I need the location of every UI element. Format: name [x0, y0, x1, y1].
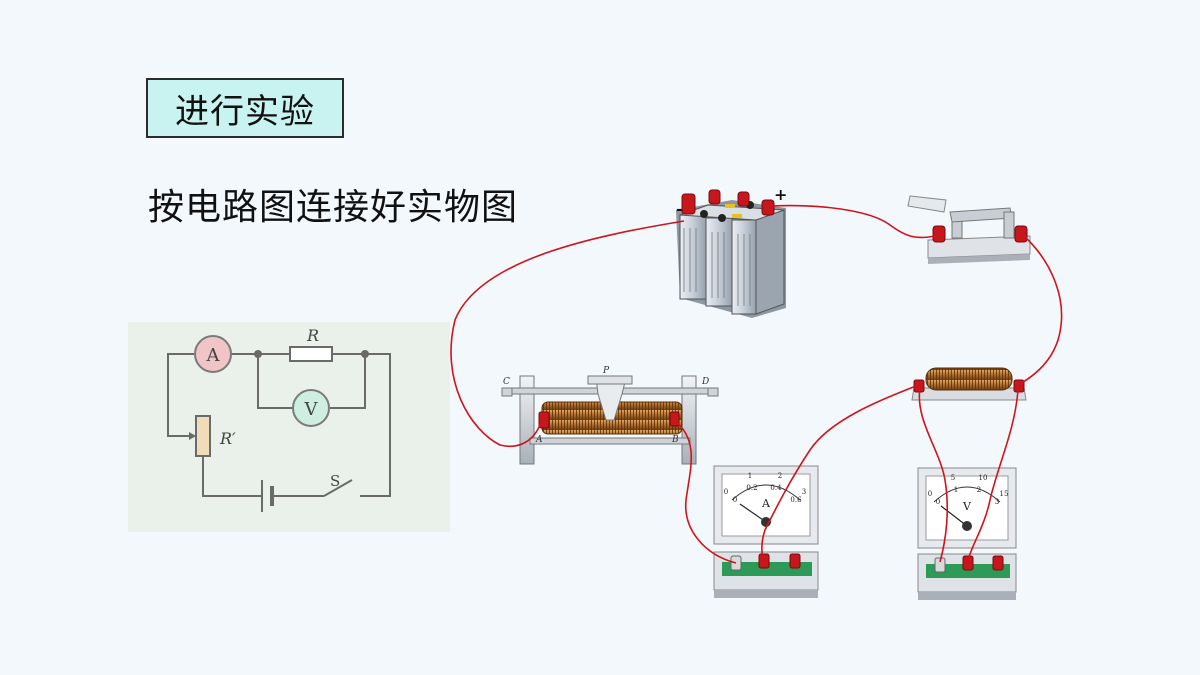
- battery-link-2: [732, 214, 742, 218]
- rheostat-terminal-d: [707, 387, 719, 397]
- rheostat-label: R′: [219, 429, 236, 448]
- resistor-label: R: [306, 326, 319, 345]
- voltmeter-scale-top-3: 15: [1000, 490, 1009, 498]
- rheostat-label-a: A: [535, 435, 543, 445]
- battery-link-1: [725, 204, 735, 208]
- ammeter-scale-bottom-2: 0.4: [770, 484, 782, 492]
- ammeter-scale-top-1: 1: [748, 472, 752, 480]
- schematic-wire-bottom: [202, 456, 324, 497]
- battery-pack: - +: [676, 185, 787, 318]
- voltmeter-scale-arc: [933, 486, 1001, 503]
- switch-jaw: [1003, 211, 1015, 239]
- ammeter-scale-top-2: 2: [778, 472, 782, 480]
- wire-resistor-to-voltmeter-neg: [918, 387, 949, 563]
- ammeter-terminal-3: [789, 553, 801, 569]
- voltmeter-symbol: [292, 389, 330, 427]
- heading-text: 进行实验: [175, 91, 315, 132]
- battery-terminal: [737, 191, 750, 207]
- voltmeter-base-edge: [918, 592, 1016, 600]
- rheostat-label-b: B: [671, 435, 679, 445]
- heading-box: 进行实验: [146, 78, 344, 138]
- arrow-head-icon: [189, 432, 196, 440]
- voltmeter-needle: [940, 505, 968, 527]
- rheostat-label-p: P: [602, 366, 610, 376]
- ammeter-terminal-06: [758, 553, 770, 569]
- schematic-wire-top-right: [332, 353, 391, 497]
- circuit-schematic: [167, 353, 391, 512]
- rheostat-terminal-a: [538, 411, 550, 429]
- switch-base-edge: [928, 254, 1030, 264]
- rheostat-label-d: D: [701, 377, 709, 387]
- voltmeter-scale-top-0: 0: [928, 490, 932, 498]
- battery-terminal-positive: [761, 199, 775, 216]
- voltmeter-unit: V: [962, 500, 972, 513]
- node-right: [361, 350, 369, 358]
- fixed-resistor: [911, 367, 1027, 401]
- switch-handle: [907, 195, 947, 213]
- battery-minus-sign: -: [676, 199, 683, 218]
- voltmeter-scale-bottom-0: 0: [936, 498, 940, 506]
- battery-terminal-negative: [681, 193, 696, 215]
- rheostat-symbol: [195, 415, 211, 457]
- switch-label: S: [330, 472, 340, 490]
- voltmeter-scale-bottom-2: 2: [977, 486, 981, 494]
- ammeter-scale-bottom-3: 0.6: [790, 496, 802, 504]
- voltmeter-terminal-3: [962, 555, 974, 571]
- rheostat-label-c: C: [503, 377, 510, 387]
- knife-switch: [907, 195, 1031, 264]
- wire-resistor-to-ammeter: [761, 385, 917, 561]
- ammeter-symbol: [194, 335, 232, 373]
- node-left: [254, 350, 262, 358]
- voltmeter-terminal-15: [992, 555, 1004, 571]
- schematic-components: A R V R′ S: [186, 326, 369, 490]
- switch-terminal-right: [1014, 225, 1028, 243]
- rheostat-bottom-rail: [529, 437, 691, 445]
- resistor-coil: [925, 367, 1013, 391]
- wire-switch-to-resistor: [1019, 235, 1063, 385]
- instruction-text: 按电路图连接好实物图: [148, 187, 519, 228]
- voltmeter-scale-top-2: 10: [979, 474, 988, 482]
- voltmeter-scale-top-1: 5: [951, 474, 955, 482]
- ammeter-unit: A: [761, 497, 771, 510]
- sliding-rheostat: P C D A B: [501, 366, 719, 465]
- rheostat-terminal-c: [501, 387, 513, 397]
- schematic-voltmeter-branch: [257, 354, 366, 409]
- voltmeter-scale-bottom-1: 1: [954, 486, 958, 494]
- ammeter-scale-top-0: 0: [724, 488, 728, 496]
- battery-post: [718, 214, 726, 222]
- wire-resistor-to-voltmeter-pos: [967, 389, 1019, 561]
- battery-cell-2: [705, 217, 733, 307]
- ammeter-device: A 0 1 2 3 0 0.2 0.4 0.6: [713, 465, 819, 598]
- battery-terminal: [708, 189, 721, 205]
- voltmeter-scale-bottom-3: 3: [995, 498, 999, 506]
- wire-battery-to-rheostat: [450, 220, 685, 447]
- battery-plus-sign: +: [774, 185, 787, 204]
- ammeter-scale-arc: [731, 484, 801, 501]
- voltmeter-symbol-label: V: [304, 399, 319, 420]
- connection-wires: [450, 204, 1063, 564]
- ammeter-scale-bottom-0: 0: [733, 496, 737, 504]
- switch-blade: [949, 207, 1013, 223]
- voltmeter-device: V 0 5 10 15 0 1 2 3: [917, 467, 1017, 600]
- ammeter-needle: [739, 503, 767, 523]
- battery-side: [755, 209, 785, 315]
- wire-rheostat-to-ammeter: [673, 419, 737, 564]
- voltmeter-pivot: [962, 521, 972, 531]
- rheostat-slider-top: [587, 375, 633, 385]
- voltmeter-terminal-negative: [934, 557, 946, 573]
- ammeter-scale-top-3: 3: [802, 488, 806, 496]
- schematic-wire-left: [167, 353, 194, 437]
- ammeter-symbol-label: A: [206, 345, 221, 366]
- ammeter-scale-bottom-1: 0.2: [746, 484, 757, 492]
- battery-post: [700, 210, 708, 218]
- ammeter-base-edge: [714, 590, 818, 598]
- schematic-switch-blade: [323, 479, 353, 497]
- wire-battery-to-switch: [771, 204, 936, 239]
- resistor-symbol: [289, 346, 333, 362]
- voltmeter-base-panel: [926, 564, 1010, 578]
- switch-terminal-left: [932, 225, 946, 243]
